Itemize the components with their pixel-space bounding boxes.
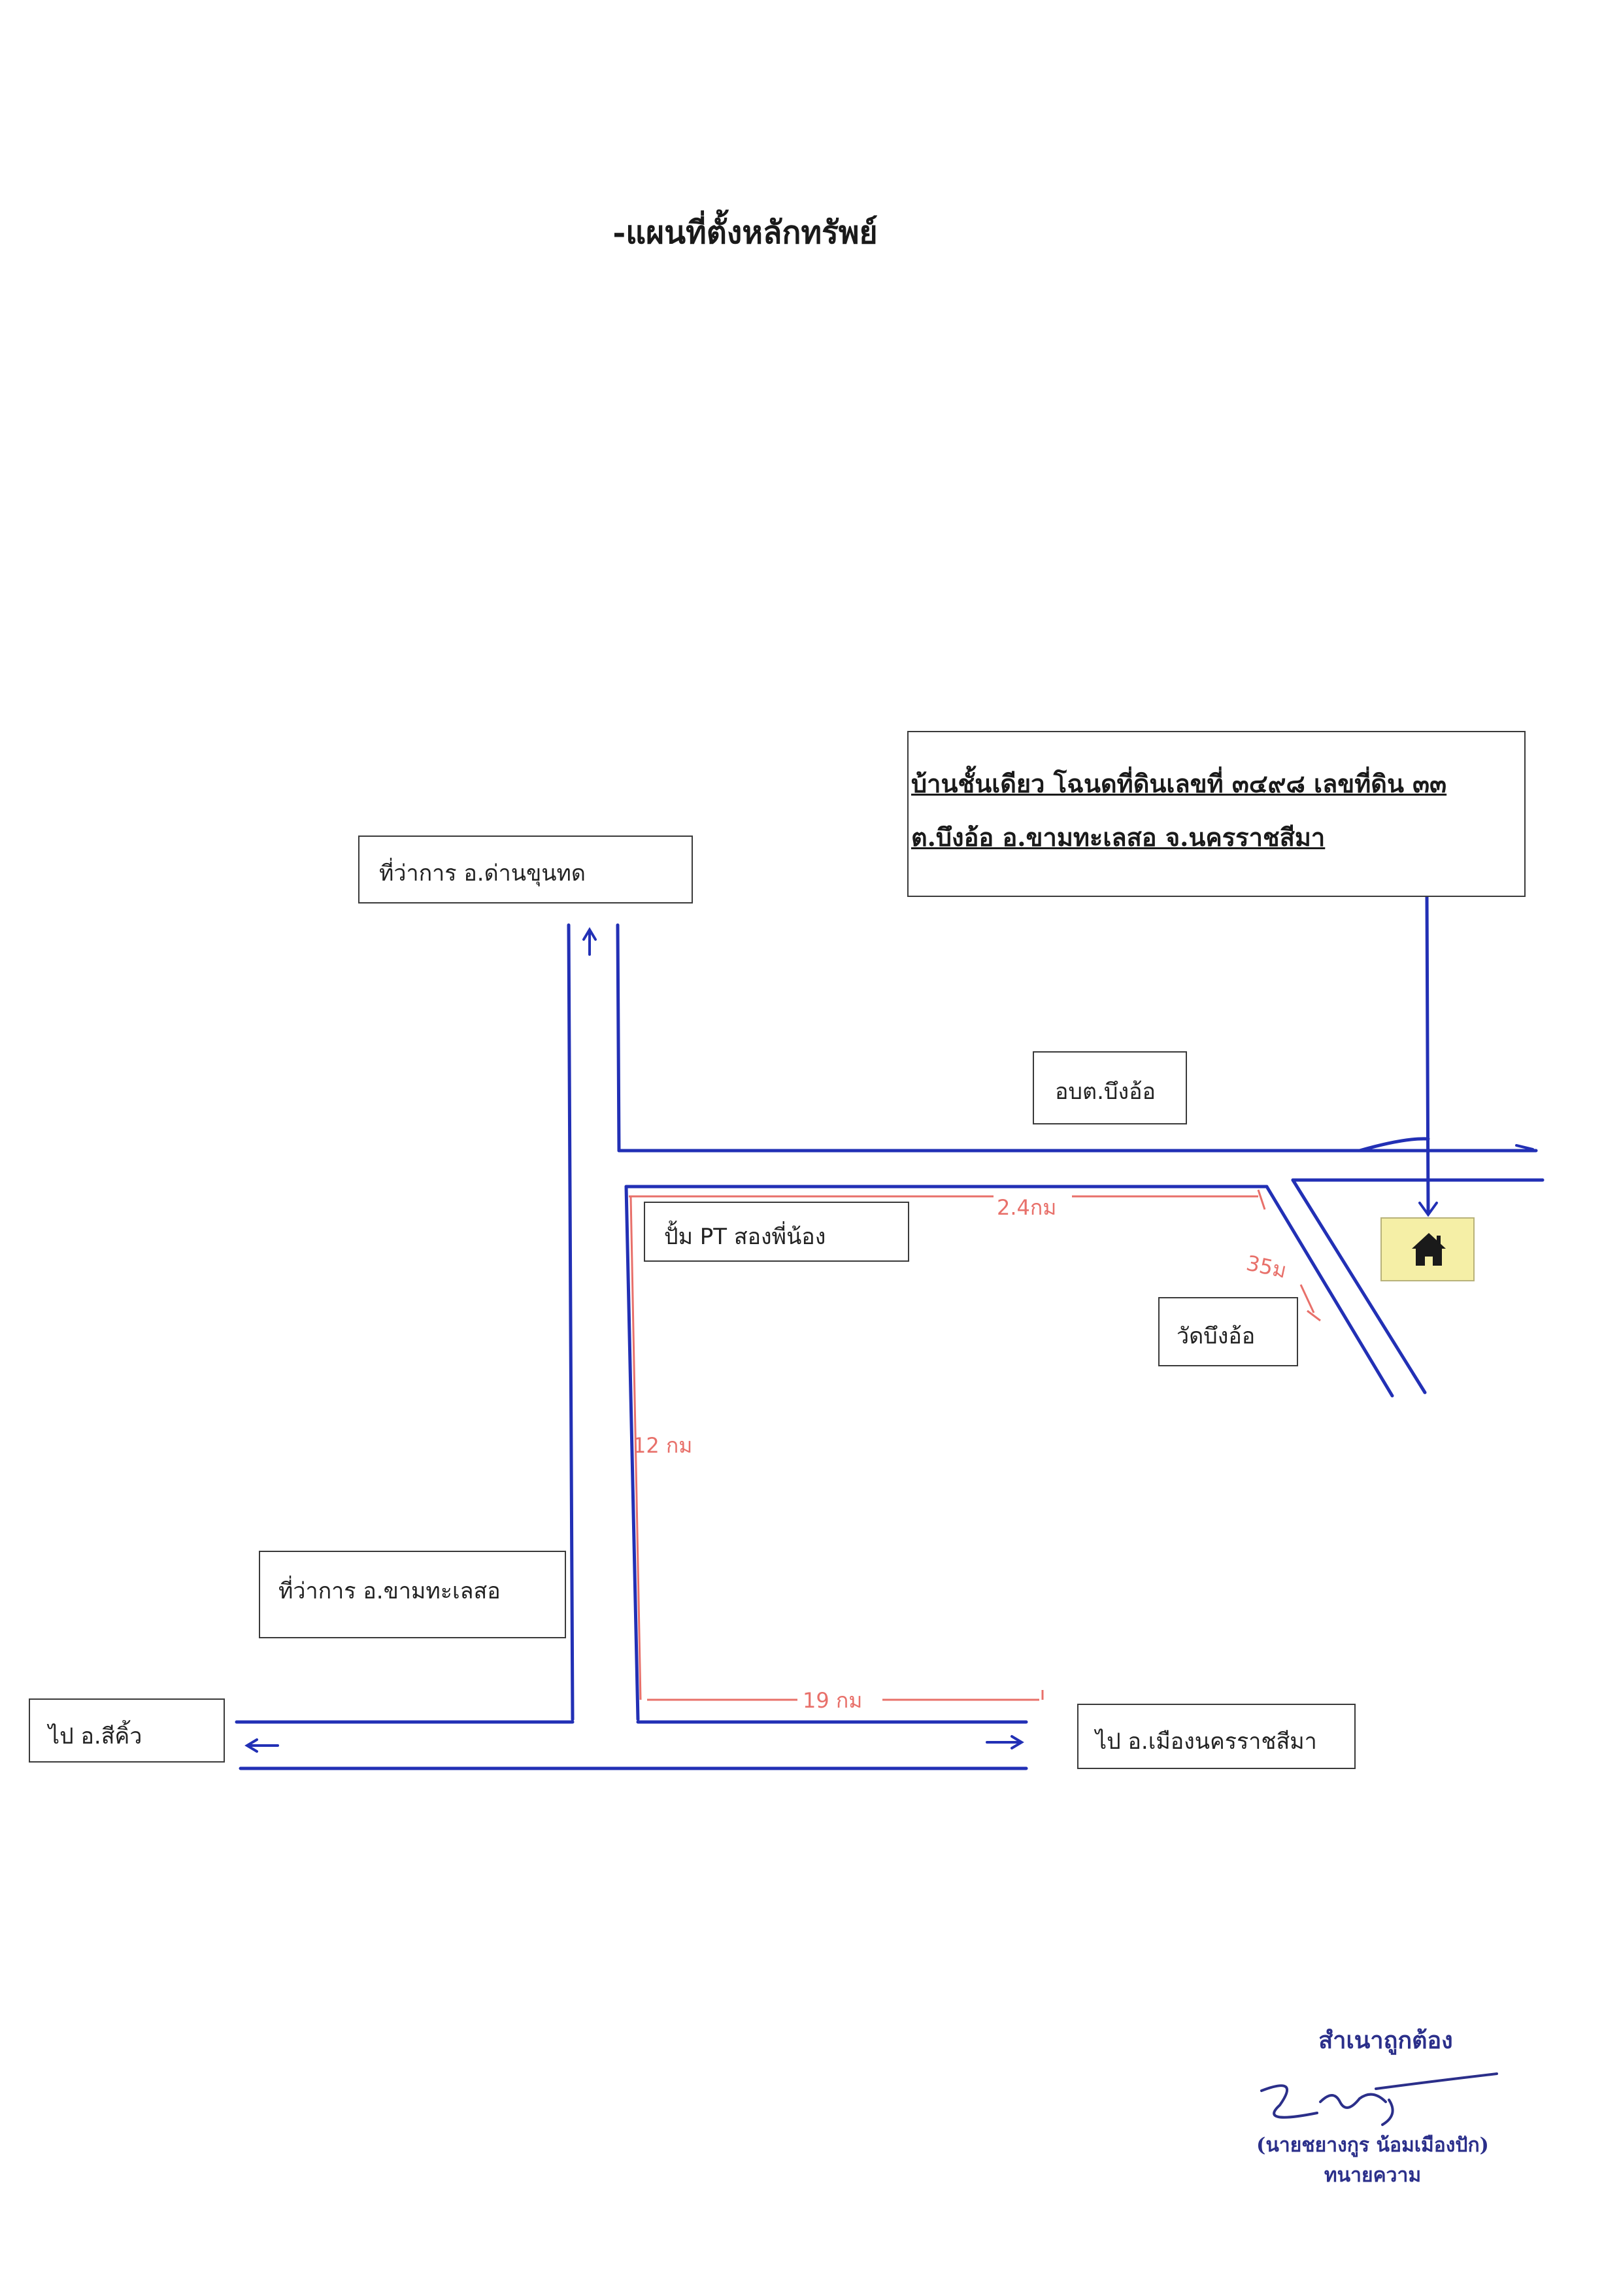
roads	[235, 894, 1545, 1770]
road-inner-left-edge	[624, 1185, 640, 1721]
place-label-obt: อบต.บึงอ้อ	[1055, 1079, 1156, 1105]
signature-stroke	[1260, 2072, 1498, 2126]
arrow-left-icon	[244, 1738, 279, 1753]
arrow-down-to-house-icon	[1418, 1202, 1438, 1217]
place-box-dan-khun-thot	[358, 836, 693, 903]
place-label-kham-thale-so: ที่ว่าการ อ.ขามทะเลสอ	[278, 1578, 501, 1604]
place-box-obt	[1033, 1051, 1187, 1124]
road-diagonal-right-edge	[1291, 1178, 1427, 1394]
house-icon	[1412, 1233, 1446, 1266]
property-line-1: บ้านชั้นเดียว โฉนดที่ดินเลขที่ ๓๔๙๘ เลขท…	[911, 769, 1447, 798]
distance-line-35m	[1299, 1284, 1315, 1313]
road-curve	[1358, 1137, 1430, 1153]
distance-label-19km: 19 กม	[803, 1688, 862, 1713]
place-label-wat: วัดบึงอ้อ	[1177, 1323, 1256, 1349]
house-marker	[1380, 1217, 1475, 1281]
distance-markings	[629, 1189, 1321, 1701]
place-box-wat	[1158, 1297, 1298, 1366]
certification-name: (นายชยางกูร น้อมเมืองปัก)	[1256, 2134, 1489, 2157]
place-box-sikhio	[29, 1698, 225, 1763]
distance-line-12km	[629, 1196, 642, 1700]
arrow-up-icon	[582, 927, 597, 956]
place-label-sikhio: ไป อ.สีคิ้ว	[48, 1723, 142, 1749]
road-vertical-right-edge	[616, 923, 621, 1153]
distance-tick-2-4km	[1257, 1189, 1266, 1210]
arrow-right-icon	[986, 1735, 1024, 1749]
certification-role: ทนายความ	[1324, 2164, 1422, 2187]
property-line-2: ต.บึงอ้อ อ.ขามทะเลสอ จ.นครราชสีมา	[911, 822, 1326, 852]
distance-label-35m: 35ม	[1244, 1251, 1288, 1283]
road-vertical-left-edge	[567, 923, 575, 1721]
distance-tick-35m	[1307, 1309, 1321, 1322]
road-arrow-icons	[244, 927, 1534, 1753]
road-diagonal-left-edge	[1265, 1185, 1394, 1398]
page-title: -แผนที่ตั้งหลักทรัพย์	[612, 214, 878, 251]
certification-heading: สำเนาถูกต้อง	[1318, 2027, 1453, 2054]
place-box-kham-thale-so	[259, 1551, 566, 1638]
place-label-dan-khun-thot: ที่ว่าการ อ.ด่านขุนทด	[379, 860, 586, 886]
arrow-right-top-icon	[1515, 1144, 1534, 1151]
place-label-muang-korat: ไป อ.เมืองนครราชสีมา	[1095, 1729, 1317, 1755]
place-box-pump	[644, 1202, 909, 1262]
property-pointer-line	[1425, 894, 1430, 1215]
distance-label-2-4km: 2.4กม	[997, 1195, 1056, 1220]
distance-label-12km: 12 กม	[633, 1433, 692, 1458]
place-label-pump: ปั้ม PT สองพี่น้อง	[664, 1224, 826, 1250]
place-box-muang-korat	[1077, 1704, 1356, 1769]
property-box	[907, 731, 1526, 897]
